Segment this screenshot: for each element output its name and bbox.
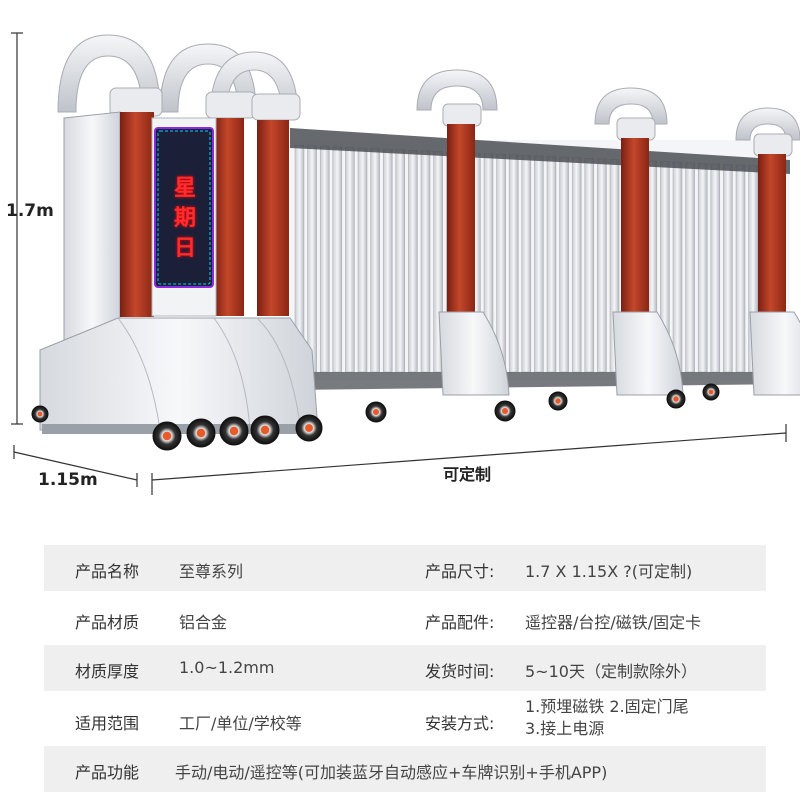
spec-value: 遥控器/台控/磁铁/固定卡 [525, 613, 702, 632]
gate-slat [710, 163, 721, 373]
led-char-2: 期 [173, 206, 196, 231]
wheel-hub [708, 389, 714, 395]
section-foot [749, 311, 800, 396]
wheel-hub [196, 428, 206, 438]
spec-label: 材质厚度 [75, 662, 140, 681]
gate-slat [723, 164, 733, 373]
gate-slat [534, 155, 544, 373]
section-arch [416, 69, 498, 111]
gate-slat [571, 157, 582, 373]
width-dimension-label: 可定制 [443, 465, 492, 484]
wheel-hub [260, 425, 270, 435]
gate-wheels [31, 383, 720, 451]
wheel-hub [555, 398, 561, 404]
gate-slat [672, 161, 683, 373]
spec-value: 5~10天（定制款除外） [525, 662, 697, 681]
spec-row: 产品名称 至尊系列 产品尺寸: 1.7 X 1.15X ?(可定制) [44, 545, 766, 591]
spec-row: 产品功能 手动/电动/遥控等(可加装蓝牙自动感应+车牌识别+手机APP) [44, 746, 766, 792]
gate-slat [546, 156, 557, 373]
spec-label: 产品名称 [75, 562, 140, 581]
gate-product-figure: 1.7m 1.15m 可定制 星 期 日 [6, 32, 800, 495]
gate-slats [290, 128, 790, 390]
gate-slat [508, 154, 519, 373]
gate-slat [370, 148, 380, 373]
gate-slat [420, 150, 431, 373]
spec-label: 产品功能 [75, 763, 140, 782]
height-dimension-label: 1.7m [6, 201, 54, 221]
dimension-lines [11, 32, 787, 495]
gate-slat [307, 145, 317, 373]
gate-slat [559, 156, 569, 373]
section-capital [753, 133, 793, 157]
gate-sections [416, 69, 800, 396]
spec-value: 1.0~1.2mm [179, 658, 275, 677]
spec-label: 产品配件: [425, 613, 495, 632]
main-motor-body [39, 34, 319, 434]
gate-slat [332, 146, 343, 373]
spec-value-line-2: 3.接上电源 [525, 719, 605, 738]
led-char-3: 日 [173, 236, 196, 261]
section-foot [438, 311, 510, 396]
spec-label: 安装方式: [425, 714, 495, 733]
section-capital [442, 103, 482, 127]
led-display: 星 期 日 [157, 131, 213, 284]
wheel-hub [162, 431, 172, 441]
gate-illustration [11, 32, 800, 495]
gate-slat [319, 146, 330, 373]
gate-slat [584, 158, 595, 373]
gate-slat [685, 162, 695, 373]
spec-row: 适用范围 工厂/单位/学校等 安装方式: 1.预埋磁铁 2.固定门尾 3.接上电… [44, 695, 766, 745]
wheel-hub [502, 408, 508, 414]
wheel-hub [305, 424, 313, 432]
gate-slat [395, 149, 406, 373]
gate-slat [521, 155, 532, 373]
spec-value-line-1: 1.预埋磁铁 2.固定门尾 [525, 697, 689, 716]
gate-slat [697, 163, 708, 373]
spec-value: 至尊系列 [179, 562, 244, 581]
gate-slat [382, 148, 393, 373]
spec-value: 工厂/单位/学校等 [179, 714, 302, 733]
wheel-hub [673, 396, 679, 402]
spec-row: 产品材质 铝合金 产品配件: 遥控器/台控/磁铁/固定卡 [44, 596, 766, 642]
gate-slat [496, 154, 506, 373]
wheel-hub [229, 426, 239, 436]
section-capital [616, 117, 656, 141]
spec-value: 1.7 X 1.15X ?(可定制) [525, 562, 693, 581]
spec-row: 材质厚度 1.0~1.2mm 发货时间: 5~10天（定制款除外） [44, 645, 766, 691]
led-char-1: 星 [173, 176, 196, 201]
spec-label: 适用范围 [75, 714, 140, 733]
spec-label: 产品材质 [75, 613, 140, 632]
section-arch [594, 87, 668, 125]
gate-slat [345, 147, 355, 373]
wheel-hub [37, 411, 43, 417]
spec-label: 发货时间: [425, 662, 495, 681]
spec-value: 铝合金 [179, 613, 228, 632]
wheel-hub [373, 409, 379, 415]
gate-slat [597, 158, 607, 373]
gate-slat [357, 147, 368, 373]
spec-label: 产品尺寸: [425, 562, 495, 581]
spec-value: 手动/电动/遥控等(可加装蓝牙自动感应+车牌识别+手机APP) [175, 763, 608, 782]
gate-slat [408, 150, 418, 373]
depth-dimension-label: 1.15m [38, 470, 98, 490]
gate-slat [735, 164, 746, 373]
